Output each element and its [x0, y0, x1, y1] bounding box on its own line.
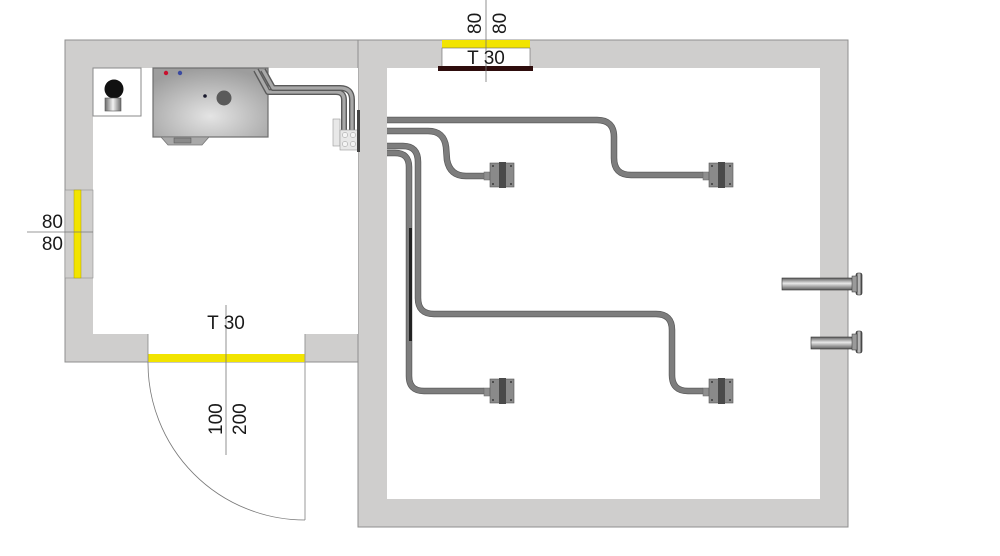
radiator-bolt: [510, 183, 512, 185]
radiator-icon: [483, 378, 515, 404]
radiator-bolt: [729, 183, 731, 185]
radiator-icon: [483, 162, 515, 188]
radiator-bolt: [492, 381, 494, 383]
radiator-2: [702, 162, 734, 188]
floor-right-room: [387, 68, 820, 499]
radiator-bolt: [729, 165, 731, 167]
hot-indicator: [163, 70, 169, 76]
bottom-door-rating-label: T 30: [207, 313, 245, 334]
cold-indicator: [177, 70, 183, 76]
top-door-threshold: [438, 66, 533, 71]
wall-pipes: [781, 272, 863, 354]
pipe-bracket: [409, 228, 412, 341]
boiler-label-plate: [173, 137, 192, 144]
wall-pipe-upper: [781, 272, 863, 296]
radiator-bolt: [492, 399, 494, 401]
bottom-door[interactable]: T 30 100 200: [147, 305, 306, 521]
boiler-burner: [216, 90, 232, 106]
radiator-bolt: [711, 381, 713, 383]
bottom-door-width-label: 100: [206, 403, 227, 435]
top-door-rating-label: T 30: [467, 48, 505, 69]
pipe-to-radiator-1: [387, 128, 484, 179]
pipe-to-radiator-2: [387, 117, 703, 178]
pipe-to-radiator-4: [387, 143, 703, 394]
radiator-4: [702, 378, 734, 404]
bottom-door-height-label: 200: [230, 403, 251, 435]
left-door[interactable]: 80 80: [27, 189, 94, 279]
radiators: [483, 162, 734, 404]
boiler-small-dot: [203, 94, 207, 98]
door-swing-arc: [147, 361, 306, 521]
radiator-icon: [702, 162, 734, 188]
left-door-width-label: 80: [42, 212, 63, 233]
manifold: [332, 110, 360, 152]
radiator-bolt: [510, 399, 512, 401]
radiator-bolt: [729, 381, 731, 383]
wall-pipe-lower: [810, 330, 863, 354]
radiator-bolt: [711, 399, 713, 401]
flue: [92, 67, 142, 117]
top-door[interactable]: 80 80 T 30: [438, 0, 533, 82]
radiator-1: [483, 162, 515, 188]
boiler: [152, 67, 269, 146]
radiator-bolt: [711, 165, 713, 167]
radiator-3: [483, 378, 515, 404]
pipe-flange-icon: [781, 277, 859, 291]
boiler-supply-pipes: [253, 68, 355, 135]
flue-collar-icon: [104, 97, 122, 112]
boiler-icon: [152, 67, 269, 138]
radiator-bolt: [492, 183, 494, 185]
pipe-flange-icon: [810, 336, 859, 350]
bottom-door-leaf[interactable]: [148, 354, 305, 362]
chimney-icon: [104, 79, 124, 99]
radiator-bolt: [510, 381, 512, 383]
manifold-icon: [332, 110, 360, 152]
radiator-icon: [702, 378, 734, 404]
top-door-width-label: 80: [465, 13, 486, 34]
top-door-height-label: 80: [490, 13, 511, 34]
left-door-height-label: 80: [42, 234, 63, 255]
radiator-bolt: [711, 183, 713, 185]
left-door-leaf[interactable]: [73, 189, 82, 279]
radiator-bolt: [510, 165, 512, 167]
radiator-bolt: [729, 399, 731, 401]
radiator-bolt: [492, 165, 494, 167]
